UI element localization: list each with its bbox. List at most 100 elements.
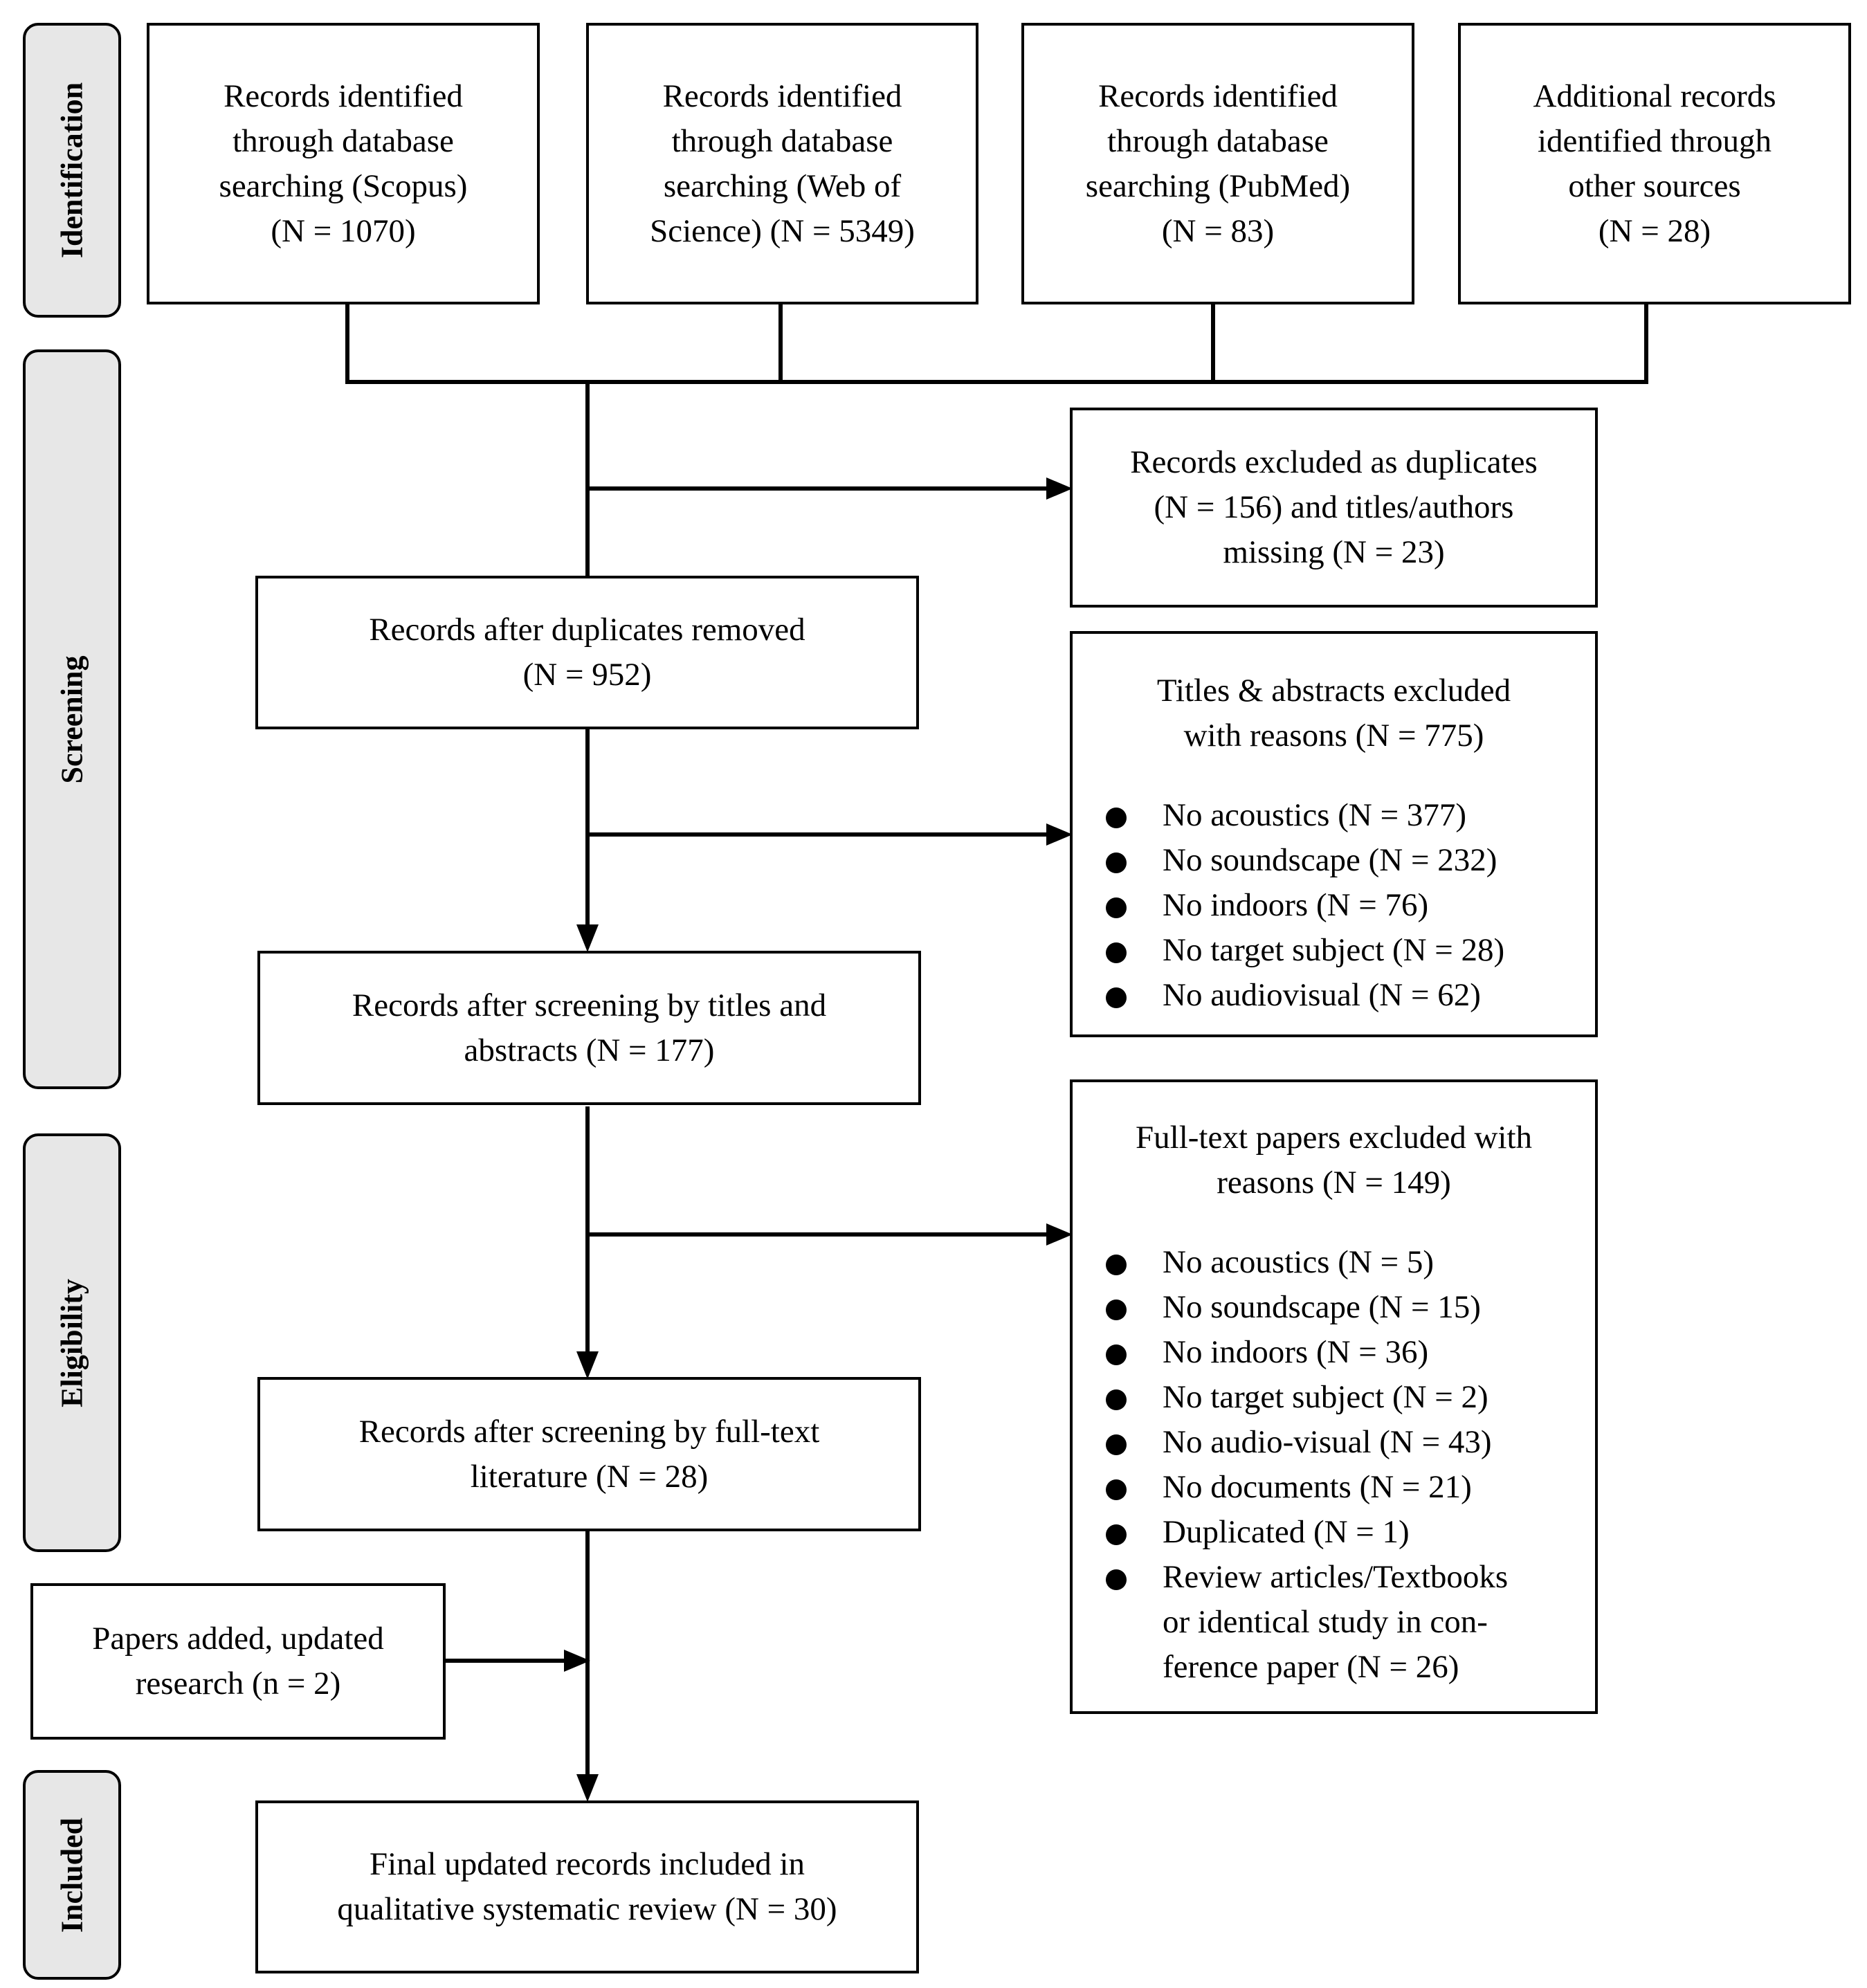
excluded-titles-reason: No soundscape (N = 232) — [1073, 838, 1595, 883]
reason-text: No audiovisual (N = 62) — [1163, 977, 1481, 1013]
source-pubmed-count: (N = 83) — [1161, 212, 1275, 249]
bullet-icon — [1106, 1479, 1127, 1500]
excluded-fulltext-heading: Full-text papers excluded with reasons (… — [1073, 1082, 1595, 1205]
stage-screening-label: Screening — [55, 655, 89, 783]
excluded-titles-heading-line-1: Titles & abstracts excluded — [1156, 673, 1511, 709]
source-wos-line-2: through database — [671, 122, 893, 159]
excluded-fulltext-heading-line-1: Full-text papers excluded with — [1136, 1120, 1532, 1156]
after-title-abstract-line-2: abstracts (N = 177) — [464, 1032, 715, 1068]
final-included-line-2: qualitative systematic review (N = 30) — [337, 1891, 837, 1927]
excluded-fulltext-box: Full-text papers excluded with reasons (… — [1070, 1079, 1598, 1714]
reason-text-line-1: Review articles/Textbooks — [1163, 1559, 1509, 1595]
after-duplicates-box: Records after duplicates removed (N = 95… — [255, 576, 919, 729]
bullet-icon — [1106, 1255, 1127, 1275]
excluded-titles-reason: No acoustics (N = 377) — [1073, 793, 1595, 838]
excluded-fulltext-reason: Duplicated (N = 1) — [1073, 1510, 1595, 1555]
papers-added-line-2: research (n = 2) — [135, 1666, 341, 1702]
excluded-titles-reason: No audiovisual (N = 62) — [1073, 973, 1595, 1018]
stage-screening: Screening — [23, 349, 121, 1089]
after-fulltext-box: Records after screening by full-text lit… — [257, 1377, 921, 1531]
bullet-icon — [1106, 942, 1127, 963]
source-scopus-line-3: searching (Scopus) — [219, 167, 468, 204]
reason-text: No indoors (N = 76) — [1163, 887, 1429, 923]
reason-text: No target subject (N = 2) — [1163, 1379, 1488, 1415]
after-fulltext-line-1: Records after screening by full-text — [358, 1413, 820, 1450]
stage-identification: Identification — [23, 23, 121, 318]
reason-text: No soundscape (N = 232) — [1163, 842, 1497, 878]
arrowhead-to-fulltext — [576, 1351, 599, 1379]
reason-text: No target subject (N = 28) — [1163, 932, 1505, 968]
bullet-icon — [1106, 897, 1127, 918]
source-other-line-1: Additional records — [1533, 77, 1776, 114]
excluded-fulltext-reason: No target subject (N = 2) — [1073, 1375, 1595, 1420]
excluded-fulltext-reason: No indoors (N = 36) — [1073, 1330, 1595, 1375]
source-wos-line-1: Records identified — [662, 77, 902, 114]
bullet-icon — [1106, 987, 1127, 1008]
source-wos-count: Science) (N = 5349) — [650, 212, 915, 249]
bullet-icon — [1106, 1569, 1127, 1590]
arrowhead-to-title-abstract — [576, 924, 599, 952]
stage-eligibility-label: Eligibility — [55, 1278, 89, 1407]
excluded-duplicates-line-2: (N = 156) and titles/authors — [1154, 489, 1514, 525]
bullet-icon — [1106, 1524, 1127, 1545]
source-scopus-box: Records identified through database sear… — [147, 23, 540, 304]
reason-text-line-3: ference paper (N = 26) — [1163, 1649, 1459, 1685]
after-fulltext-line-2: literature (N = 28) — [470, 1458, 709, 1495]
arrowhead-titles — [1046, 823, 1073, 846]
excluded-fulltext-reason: No audio-visual (N = 43) — [1073, 1420, 1595, 1465]
arrowhead-duplicates — [1046, 477, 1073, 500]
after-duplicates-line-1: Records after duplicates removed — [369, 612, 805, 648]
excluded-titles-reason: No indoors (N = 76) — [1073, 883, 1595, 928]
excluded-fulltext-reason: No acoustics (N = 5) — [1073, 1240, 1595, 1285]
bullet-icon — [1106, 1300, 1127, 1320]
source-scopus-count: (N = 1070) — [271, 212, 416, 249]
stage-included-label: Included — [55, 1817, 89, 1933]
reason-text: No soundscape (N = 15) — [1163, 1289, 1481, 1325]
source-pubmed-line-3: searching (PubMed) — [1085, 167, 1351, 204]
excluded-fulltext-reason: No soundscape (N = 15) — [1073, 1285, 1595, 1330]
source-other-count: (N = 28) — [1598, 212, 1711, 249]
excluded-fulltext-reasons-list: No acoustics (N = 5) No soundscape (N = … — [1073, 1240, 1595, 1690]
reason-text: No audio-visual (N = 43) — [1163, 1424, 1492, 1460]
source-other-line-2: identified through — [1537, 122, 1772, 159]
bullet-icon — [1106, 852, 1127, 873]
excluded-fulltext-heading-line-2: reasons (N = 149) — [1217, 1165, 1451, 1201]
excluded-fulltext-reason: Review articles/Textbooks or identical s… — [1073, 1555, 1595, 1690]
reason-text: No documents (N = 21) — [1163, 1469, 1472, 1505]
source-scopus-line-2: through database — [233, 122, 454, 159]
stage-eligibility: Eligibility — [23, 1133, 121, 1552]
source-wos-box: Records identified through database sear… — [586, 23, 978, 304]
after-title-abstract-box: Records after screening by titles and ab… — [257, 951, 921, 1105]
stage-included: Included — [23, 1770, 121, 1980]
excluded-titles-reasons-list: No acoustics (N = 377) No soundscape (N … — [1073, 793, 1595, 1018]
excluded-duplicates-box: Records excluded as duplicates (N = 156)… — [1070, 408, 1598, 608]
after-title-abstract-line-1: Records after screening by titles and — [352, 987, 827, 1023]
papers-added-box: Papers added, updated research (n = 2) — [30, 1583, 446, 1740]
source-other-box: Additional records identified through ot… — [1458, 23, 1851, 304]
stage-identification-label: Identification — [55, 82, 89, 259]
arrowhead-to-final — [576, 1774, 599, 1802]
source-wos-line-3: searching (Web of — [663, 167, 902, 204]
excluded-titles-heading-line-2: with reasons (N = 775) — [1183, 718, 1484, 754]
papers-added-line-1: Papers added, updated — [92, 1621, 384, 1657]
source-pubmed-line-2: through database — [1107, 122, 1329, 159]
excluded-duplicates-line-3: missing (N = 23) — [1223, 534, 1445, 570]
excluded-duplicates-line-1: Records excluded as duplicates — [1130, 444, 1538, 480]
arrowhead-added — [564, 1650, 590, 1672]
reason-text: No acoustics (N = 5) — [1163, 1244, 1434, 1280]
bullet-icon — [1106, 1344, 1127, 1365]
reason-text: No acoustics (N = 377) — [1163, 797, 1466, 833]
source-pubmed-box: Records identified through database sear… — [1021, 23, 1414, 304]
excluded-titles-abstracts-box: Titles & abstracts excluded with reasons… — [1070, 631, 1598, 1037]
reason-text-line-2: or identical study in con- — [1163, 1604, 1488, 1640]
bullet-icon — [1106, 1434, 1127, 1455]
final-included-box: Final updated records included in qualit… — [255, 1800, 919, 1973]
source-scopus-line-1: Records identified — [224, 77, 463, 114]
bullet-icon — [1106, 1389, 1127, 1410]
source-pubmed-line-1: Records identified — [1098, 77, 1338, 114]
excluded-fulltext-reason: No documents (N = 21) — [1073, 1465, 1595, 1510]
excluded-titles-heading: Titles & abstracts excluded with reasons… — [1073, 634, 1595, 758]
reason-text: Duplicated (N = 1) — [1163, 1514, 1410, 1550]
